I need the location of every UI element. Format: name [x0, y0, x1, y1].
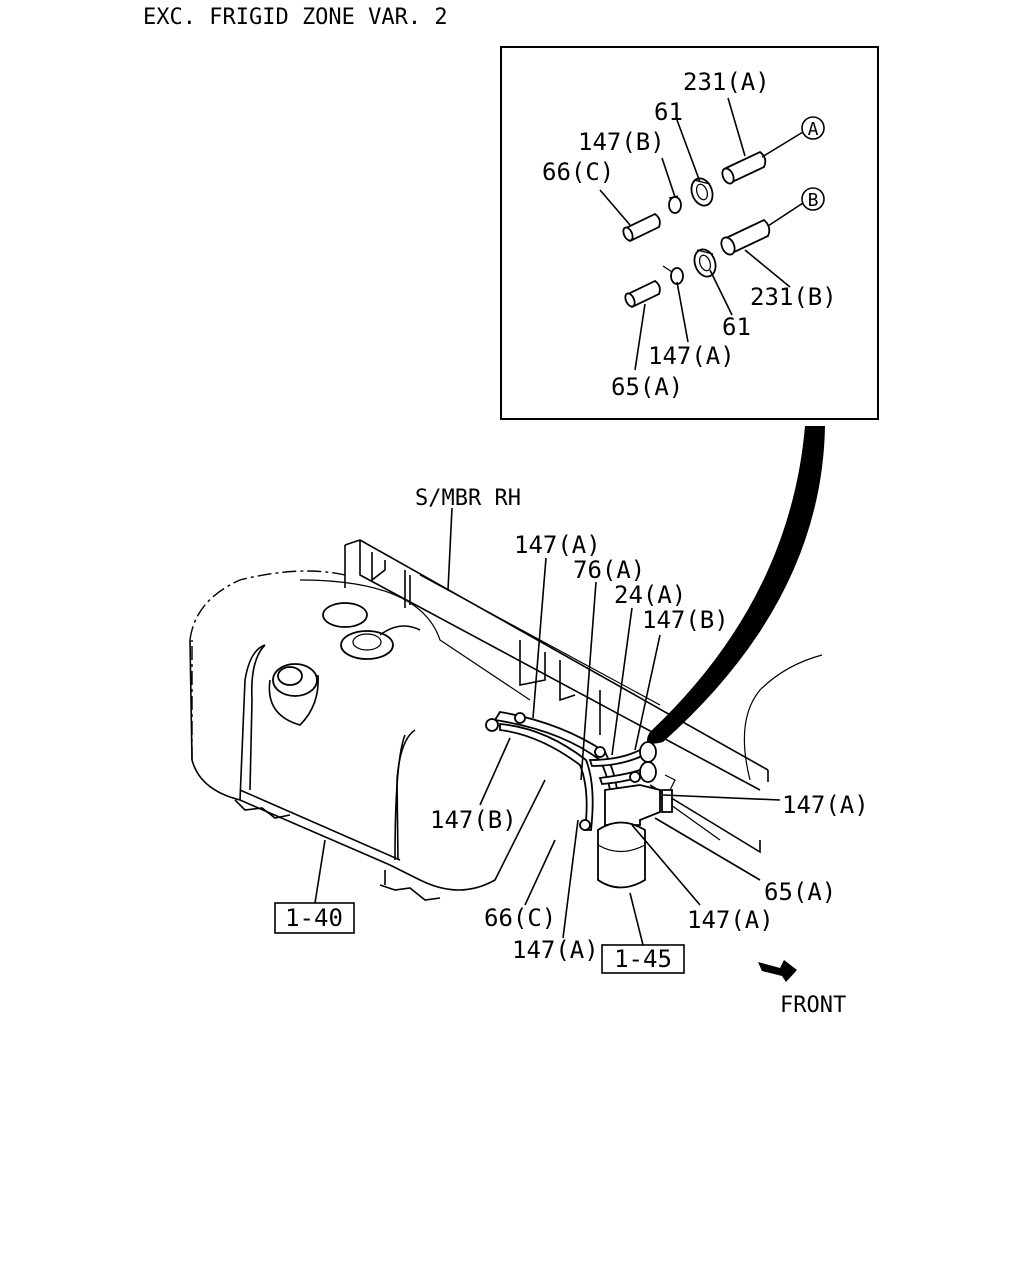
- clamp-147b-inset: [668, 195, 682, 214]
- label-231a: 231(A): [683, 68, 770, 96]
- clamp-61-upper: [690, 177, 714, 207]
- label-66c: 66(C): [484, 904, 556, 932]
- clamp-61-lower: [693, 248, 717, 278]
- label-smbr-rh: S/MBR RH: [415, 486, 521, 511]
- label-147b-inset: 147(B): [578, 128, 665, 156]
- label-147a-inset: 147(A): [648, 342, 735, 370]
- label-61-lower: 61: [722, 313, 751, 341]
- label-66c-inset: 66(C): [542, 158, 614, 186]
- label-147a-right: 147(A): [782, 791, 869, 819]
- diagram-title: EXC. FRIGID ZONE VAR. 2: [143, 5, 448, 30]
- label-147a-lower-right: 147(A): [687, 906, 774, 934]
- hose-231b: [720, 218, 771, 256]
- label-147b-left: 147(B): [430, 806, 517, 834]
- main-assembly: 1-40 1-45 S/MBR RH 147(A) 76(A) 24(A) 14…: [189, 486, 869, 1018]
- fuel-filter: [597, 774, 676, 889]
- ref-box-1-40: [274, 902, 355, 934]
- detail-frame: [500, 46, 879, 420]
- ref-box-1-45: [601, 944, 685, 974]
- label-147b-right: 147(B): [642, 606, 729, 634]
- label-147a-bottom: 147(A): [512, 936, 599, 964]
- marker-a-circle: [801, 116, 825, 140]
- label-65a-inset: 65(A): [611, 373, 683, 401]
- label-65a: 65(A): [764, 878, 836, 906]
- ref-1-45: 1-45: [614, 945, 672, 973]
- marker-b-circle: [801, 187, 825, 211]
- tube-65a: [624, 279, 661, 309]
- side-member-rail: [344, 539, 823, 854]
- ref-1-40: 1-40: [285, 904, 343, 932]
- marker-b: B: [808, 190, 819, 211]
- label-61-upper: 61: [654, 98, 683, 126]
- label-147a-top: 147(A): [514, 531, 601, 559]
- label-76a: 76(A): [573, 556, 645, 584]
- detail-inset: A B 231(A) 61 147(B) 66(C) 231(B) 61 147…: [500, 46, 879, 420]
- tube-66c: [622, 212, 661, 243]
- front-arrow-icon: [758, 960, 797, 982]
- detail-pointer: [646, 426, 825, 744]
- label-231b: 231(B): [750, 283, 837, 311]
- label-24a: 24(A): [614, 581, 686, 609]
- fuel-tank: [189, 570, 546, 901]
- hose-231a: [721, 150, 767, 185]
- marker-a: A: [808, 119, 819, 140]
- label-front: FRONT: [780, 993, 846, 1018]
